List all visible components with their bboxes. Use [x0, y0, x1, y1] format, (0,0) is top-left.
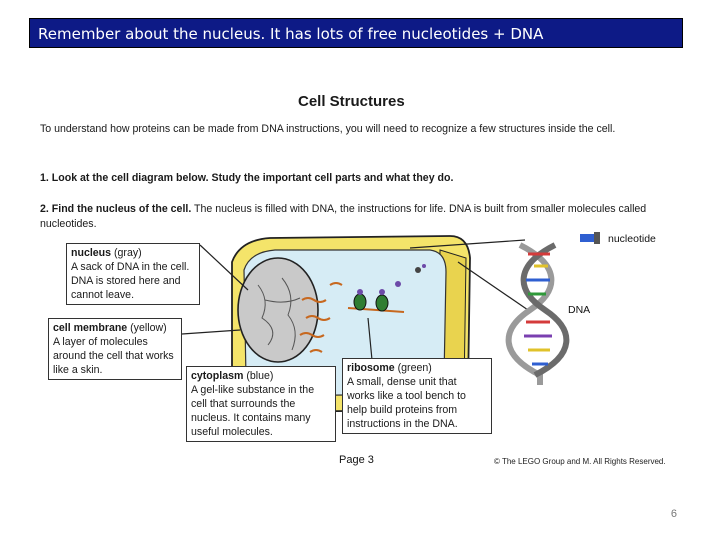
nucleus-callout-desc: A sack of DNA in the cell. DNA is stored…: [71, 261, 190, 301]
intro-text: To understand how proteins can be made f…: [40, 123, 616, 135]
cell-membrane-callout: cell membrane (yellow) A layer of molecu…: [48, 318, 182, 380]
cytoplasm-callout-color: (blue): [246, 370, 274, 382]
copyright-notice: © The LEGO Group and M. All Rights Reser…: [494, 457, 666, 466]
cell-membrane-callout-color: (yellow): [130, 322, 167, 334]
nucleotide-label: nucleotide: [608, 233, 656, 245]
cell-membrane-callout-name: cell membrane: [53, 322, 128, 334]
slide-number: 6: [670, 508, 677, 520]
cytoplasm-callout-desc: A gel-like substance in the cell that su…: [191, 384, 315, 438]
step-2-text: 2. Find the nucleus of the cell. The nuc…: [40, 202, 660, 232]
ribosome-callout-color: (green): [397, 362, 432, 374]
slide-title: Remember about the nucleus. It has lots …: [29, 18, 683, 48]
worksheet-title: Cell Structures: [298, 93, 405, 110]
cytoplasm-callout: cytoplasm (blue) A gel-like substance in…: [186, 366, 336, 442]
cytoplasm-callout-name: cytoplasm: [191, 370, 244, 382]
step-2-heading: 2. Find the nucleus of the cell.: [40, 203, 192, 215]
ribosome-callout-name: ribosome: [347, 362, 395, 374]
dna-helix-icon: [505, 242, 570, 385]
dna-label: DNA: [568, 304, 591, 316]
step-2-body: The nucleus is filled with DNA, the inst…: [40, 203, 647, 230]
ribosome-callout-desc: A small, dense unit that works like a to…: [347, 376, 466, 430]
nucleus-shape: [237, 257, 319, 363]
nucleus-callout-name: nucleus: [71, 247, 112, 259]
worksheet-page-number: Page 3: [339, 454, 374, 466]
nucleus-callout-color: (gray): [114, 247, 142, 259]
cell-membrane-callout-desc: A layer of molecules around the cell tha…: [53, 336, 174, 376]
nucleotide-icon: [580, 232, 600, 244]
nucleus-callout: nucleus (gray) A sack of DNA in the cell…: [66, 243, 200, 305]
ribosome-callout: ribosome (green) A small, dense unit tha…: [342, 358, 492, 434]
step-1-text: 1. Look at the cell diagram below. Study…: [40, 172, 454, 184]
